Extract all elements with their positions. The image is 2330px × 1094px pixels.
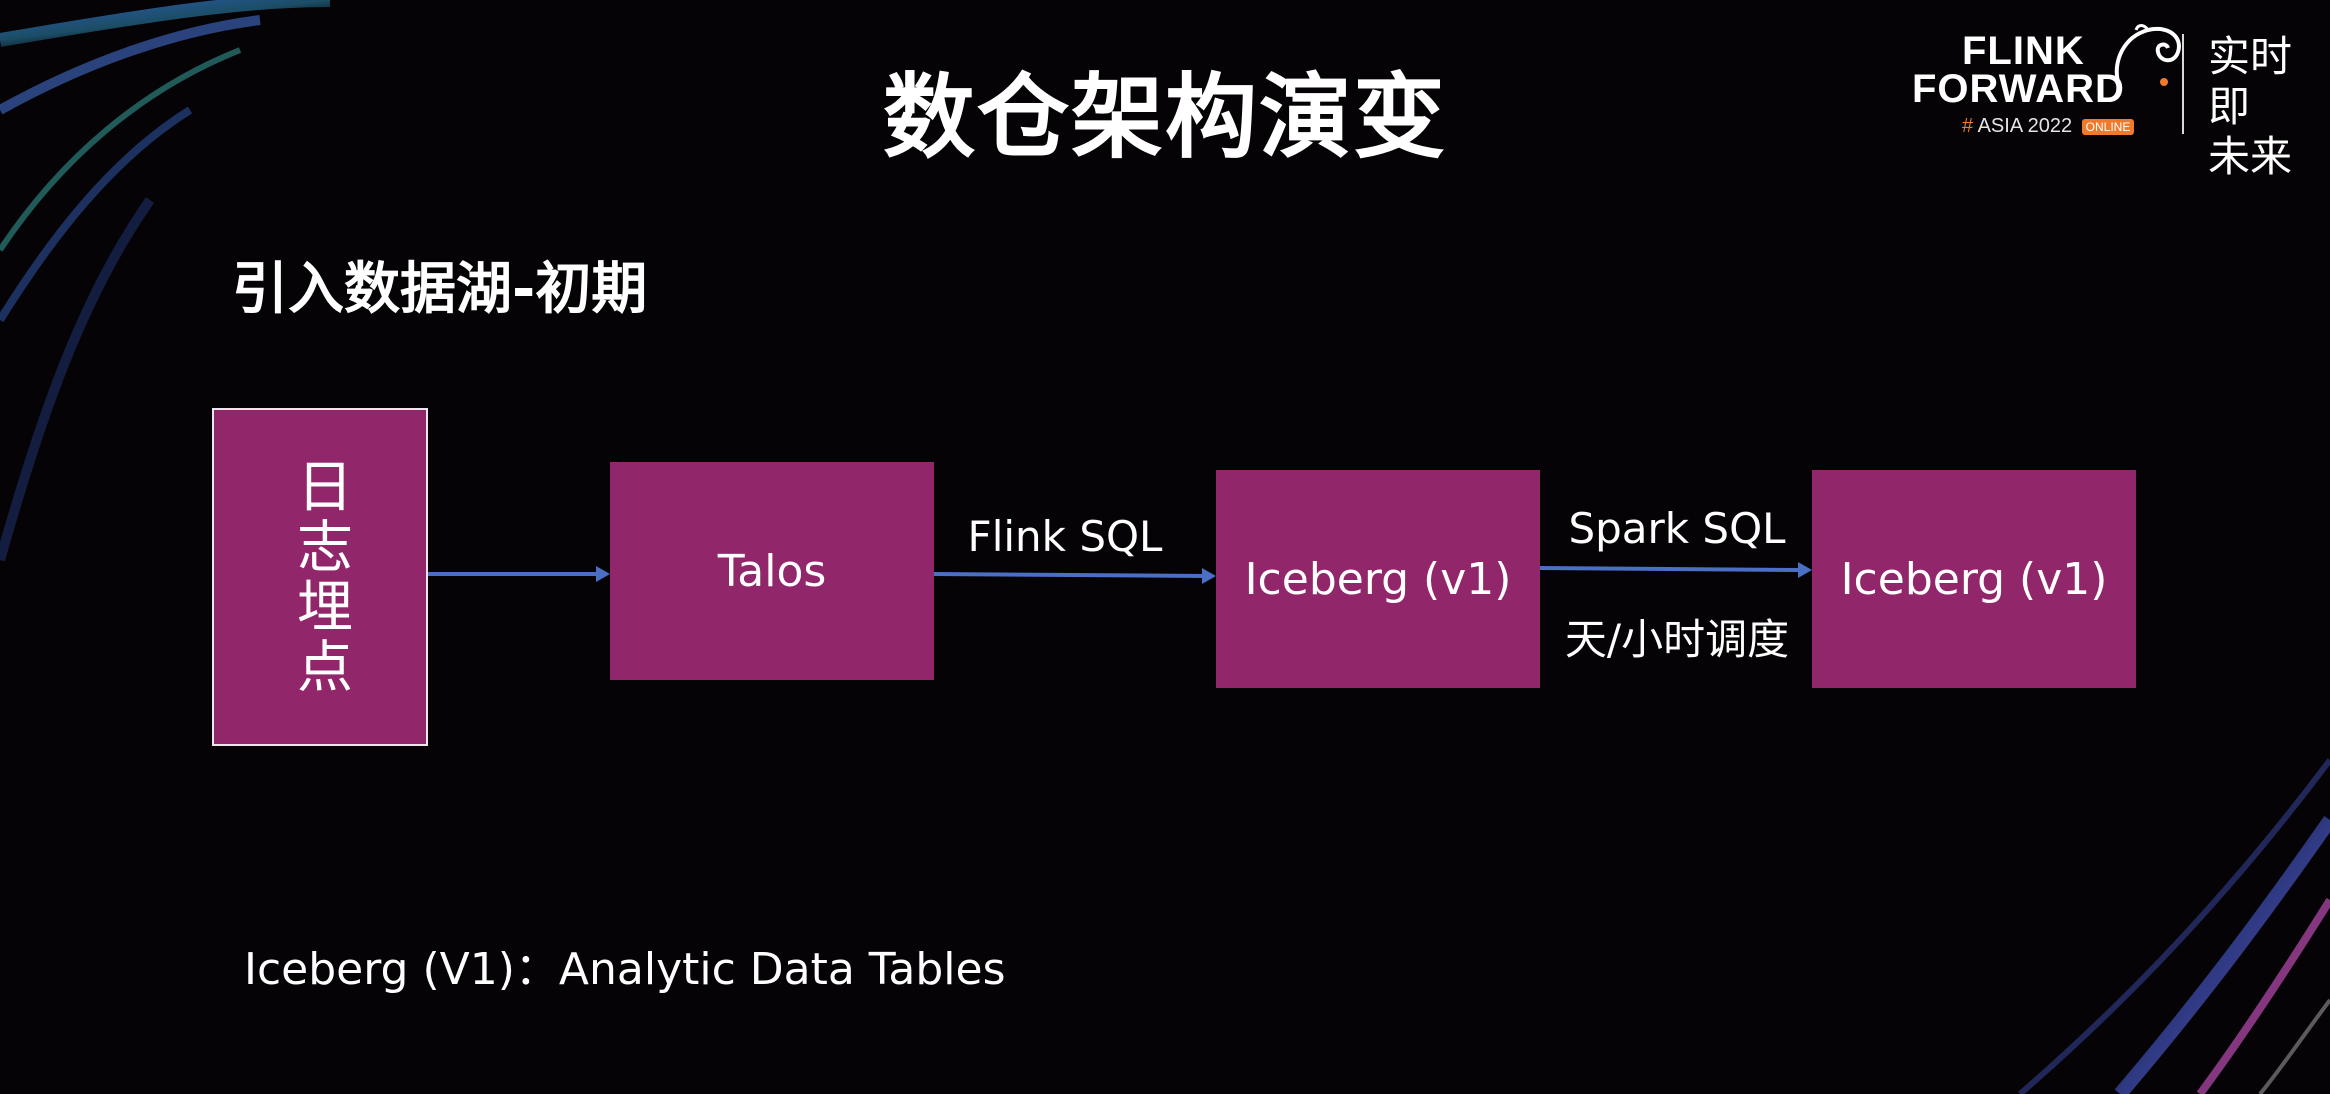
page-title: 数仓架构演变 bbox=[882, 64, 1447, 171]
logo-slogan-line2: 未来 bbox=[2208, 132, 2293, 181]
logo-online-badge: ONLINE bbox=[2081, 118, 2135, 135]
logo-event-line: # ASIA 2022 ONLINE bbox=[1962, 114, 2135, 138]
node-iceberg-first-label: Iceberg (v1) bbox=[1244, 553, 1512, 605]
logo-slogan-line1: 实时即 bbox=[2208, 32, 2293, 131]
node-iceberg-second-label: Iceberg (v1) bbox=[1840, 553, 2108, 605]
node-log-tracking: 日志埋点 bbox=[212, 408, 428, 746]
logo-event: ASIA 2022 bbox=[1977, 115, 2073, 137]
node-talos-label: Talos bbox=[717, 545, 827, 597]
logo-flink-text: FLINK bbox=[1962, 29, 2085, 73]
edge-label-flink-sql: Flink SQL bbox=[967, 512, 1163, 561]
edge-label-spark-sql: Spark SQL bbox=[1568, 504, 1786, 553]
logo-hash: # bbox=[1962, 115, 1974, 137]
section-subtitle: 引入数据湖-初期 bbox=[232, 257, 648, 322]
footnote: Iceberg (V1)：Analytic Data Tables bbox=[244, 944, 1006, 995]
edge-label-schedule: 天/小时调度 bbox=[1564, 615, 1790, 664]
logo-forward-text: FORWARD bbox=[1912, 67, 2125, 111]
node-talos: Talos bbox=[610, 462, 934, 680]
squirrel-icon bbox=[2114, 24, 2181, 86]
arrow-talos-to-iceberg bbox=[933, 572, 1207, 578]
logo-slogan: 实时即 未来 bbox=[2208, 32, 2308, 182]
node-iceberg-first: Iceberg (v1) bbox=[1216, 470, 1540, 688]
logo-divider bbox=[2182, 34, 2184, 134]
arrow-iceberg-to-iceberg bbox=[1539, 566, 1801, 572]
flink-forward-logo: FLINK FORWARD # ASIA 2022 ONLINE 实时即 未来 bbox=[1912, 22, 2302, 181]
node-log-tracking-label: 日志埋点 bbox=[287, 457, 353, 697]
node-iceberg-second: Iceberg (v1) bbox=[1812, 470, 2136, 688]
